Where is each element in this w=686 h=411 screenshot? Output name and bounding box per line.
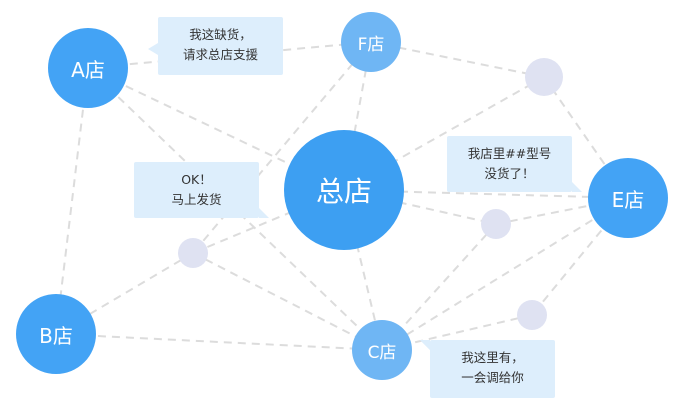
store-a-node: A店 <box>48 28 128 108</box>
edge-a-b <box>55 67 89 335</box>
store-e-node: E店 <box>588 158 668 238</box>
store-f-node: F店 <box>341 12 401 72</box>
edge-e-dot4 <box>531 197 629 316</box>
bubble-line: OK！ <box>181 172 212 187</box>
satellite-node <box>481 209 511 239</box>
edge-e-c <box>381 197 629 351</box>
bubble-line: 没货了！ <box>484 166 535 181</box>
edge-dot1-hq <box>343 76 545 191</box>
bubble-tail <box>420 340 430 350</box>
edge-dot2-c <box>192 252 383 351</box>
headquarters-node: 总店 <box>284 130 404 250</box>
bubble-tail <box>259 208 269 218</box>
edge-hq-dot3 <box>343 189 497 225</box>
edge-f-hq <box>343 41 372 191</box>
bubble-line: 一会调给你 <box>461 370 524 385</box>
bubble-line: 我店里##型号 <box>467 146 552 161</box>
bubble-line: 我这里有， <box>461 350 524 365</box>
satellite-node <box>178 238 208 268</box>
store-b-node: B店 <box>16 294 96 374</box>
speech-bubble-a-request: 我这缺货， 请求总店支援 <box>148 17 283 75</box>
bubble-line: 我这缺货， <box>189 27 252 42</box>
bubble-line: 请求总店支援 <box>182 47 258 62</box>
edge-b-c <box>55 333 383 351</box>
speech-bubble-ok-reply: OK！ 马上发货 <box>134 162 269 218</box>
bubble-tail <box>148 43 158 55</box>
store-c-node: C店 <box>352 320 412 380</box>
satellite-node <box>517 300 547 330</box>
edge-dot1-e <box>543 76 629 199</box>
speech-bubble-e-message: 我店里##型号 没货了！ <box>447 136 582 192</box>
bubble-line: 马上发货 <box>171 192 222 207</box>
speech-bubble-c-message: 我这里有， 一会调给你 <box>420 340 555 398</box>
satellite-node <box>525 58 563 96</box>
bubble-tail <box>572 182 582 192</box>
edge-a-hq <box>87 67 345 191</box>
